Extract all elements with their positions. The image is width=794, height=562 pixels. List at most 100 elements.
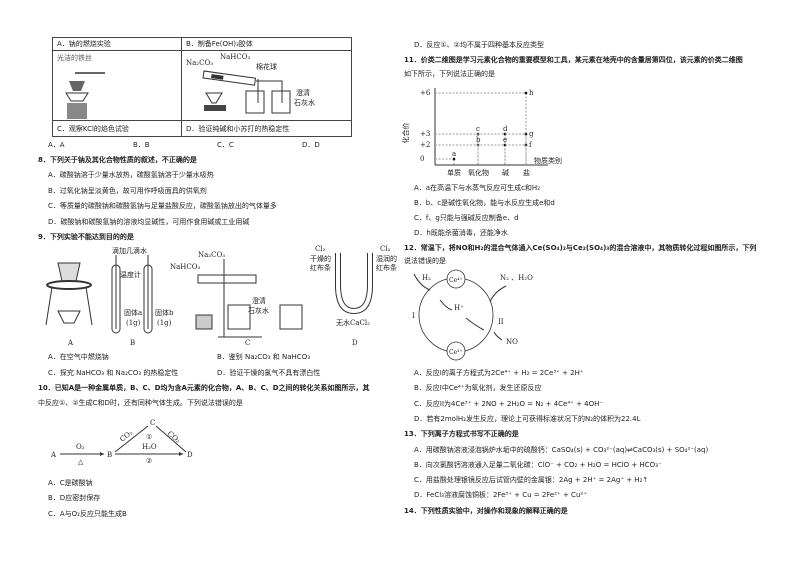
q7-cell-d: D．验证纯碱和小苏打的热稳定性 [181, 120, 352, 137]
fig-c-label-clear: 澄清 [252, 296, 266, 305]
label-clear: 澄清 [296, 88, 310, 97]
x-tick-label: 碱 [502, 169, 509, 177]
point-label-c: c [476, 125, 480, 133]
q7-cell-b: B．制备Fe(OH)₃胶体 [181, 37, 352, 51]
q11-stem-line1: 11．价类二维图是学习元素化合物的重要模型和工具，某元素在地壳中的含量居第四位，… [404, 56, 743, 64]
fig-b-label-thermometer: 温度计 [120, 270, 141, 279]
label-nahco3: NaHCO₃ [220, 53, 250, 61]
q8-option-a: A．碳酸钠溶于少量水放热，碳酸氢钠溶于少量水吸热 [48, 171, 214, 179]
fig-label-c: C [245, 339, 250, 347]
label-ce4: Ce⁴⁺ [449, 277, 463, 284]
label-ce3: Ce³⁺ [449, 349, 463, 356]
y-tick-label: +6 [420, 89, 431, 97]
label-no: NO [506, 338, 518, 346]
q14-stem: 14．下列性质实验中，对操作和现象的解释正确的是 [404, 507, 568, 515]
label-h2o: H₂O [142, 443, 157, 451]
q11-option-d: D．h既能杀菌消毒，还能净水 [414, 229, 508, 237]
q11-option-a: A．a在高温下与水蒸气反应可生成c和H₂ [414, 184, 540, 192]
x-tick-label: 盐 [523, 168, 530, 177]
fig-b-label-water: 滴加几滴水 [112, 246, 147, 255]
q13-stem: 13．下列离子方程式书写不正确的是 [404, 430, 519, 438]
chart-x-label: 物质类别 [534, 156, 562, 165]
label-o2: O₂ [76, 443, 85, 451]
fig-d-label-wet: 湿润的 [376, 254, 397, 263]
point-label-a: a [452, 150, 456, 158]
q8-option-c: C．等质量的碳酸钠和碳酸氢钠与足量盐酸反应，碳酸氢钠放出的气体量多 [48, 202, 277, 210]
label-reaction-ii: II [498, 318, 504, 326]
q10-option-a: A．C是碳酸钠 [48, 479, 93, 487]
q7-choice-a: A．A [48, 141, 65, 149]
q7-cell-a: A．钠的燃烧实验 [52, 37, 182, 51]
q12-cycle-diagram: Ce⁴⁺ Ce³⁺ H₂ H⁺ N₂ 、H₂O NO I II [412, 269, 533, 361]
fig-c-label-limewater: 石灰水 [248, 306, 269, 315]
point-label-d: d [503, 125, 508, 133]
point-label-e: e [503, 136, 507, 144]
label-h-plus: H⁺ [454, 304, 464, 312]
q8-option-b: B．过氧化钠呈淡黄色，故可用作呼吸面具的供氧剂 [48, 187, 207, 195]
label-co2-2: CO₂ [166, 430, 182, 445]
q13-option-b: B．向次氯酸钙溶液通入足量二氧化碳：ClO⁻ + CO₂ + H₂O = HCl… [414, 461, 662, 469]
q7-choice-b: B．B [133, 141, 150, 149]
q8-option-d: D．碳酸钠和碳酸氢钠的溶液均显碱性，可用作食用碱或工业用碱 [48, 218, 250, 226]
q13-option-a: A．用碳酸钠溶液浸泡锅炉水垢中的硫酸钙：CaSO₄(s) + CO₃²⁻(aq)… [414, 446, 709, 454]
fig-b-label-mass-b: (1g) [157, 319, 172, 327]
point-label-g: g [529, 130, 534, 138]
q12-option-b: B．反应I中Ce⁴⁺为氧化剂，发生还原反应 [414, 384, 542, 392]
q9-figures: 滴加几滴水 温度计 固体a (1g) 固体b (1g) NaHCO₃ Na₂CO… [45, 245, 397, 347]
fig-label-b: B [130, 339, 135, 347]
q13-option-d: D．FeCl₃溶液腐蚀铜板：2Fe³⁺ + Cu = 2Fe²⁺ + Cu²⁺ [414, 491, 587, 499]
q8-stem: 8．下列关于钠及其化合物性质的叙述，不正确的是 [38, 156, 197, 164]
q7-choice-d: D．D [302, 141, 320, 149]
data-point-a [452, 157, 456, 161]
data-point-h [524, 91, 528, 95]
point-label-b: b [476, 136, 481, 144]
x-tick-label: 单质 [447, 168, 461, 177]
q10-stem-line2: 中反应①、②生成C和D时，还有同种气体生成。下列说法错误的是 [38, 399, 243, 407]
q9-stem: 9．下列实验不能达到目的的是 [38, 233, 134, 241]
fig-d-label-cl2-right: Cl₂ [380, 245, 391, 253]
q7-table: A．钠的燃烧实验 B．制备Fe(OH)₃胶体 光洁的铁丝 Na₂CO₃ NaHC… [52, 37, 352, 137]
y-tick-label: +3 [420, 130, 430, 138]
fig-b-label-mass-a: (1g) [126, 319, 141, 327]
node-a: A [50, 451, 57, 459]
iron-wire-label: 光洁的铁丝 [57, 54, 92, 62]
label-h2: H₂ [422, 274, 431, 282]
label-cotton: 棉花球 [256, 62, 277, 71]
q7-cell-c: C．观察KCl的焰色试验 [52, 120, 182, 137]
node-b: B [107, 451, 112, 459]
label-reaction-2: ② [146, 457, 152, 465]
fig-b-tubes: 滴加几滴水 温度计 固体a (1g) 固体b (1g) [111, 246, 174, 334]
q9-option-a: A．在空气中燃烧钠 [48, 353, 109, 361]
q7-choice-c: C．C [217, 141, 234, 149]
q7-image-b: Na₂CO₃ NaHCO₃ 棉花球 澄清 石灰水 [181, 50, 352, 121]
fig-d-label-red-cloth-left: 红布条 [310, 263, 331, 272]
point-label-f: f [529, 141, 533, 149]
q10-option-c: C．A与O₂反应只能生成B [48, 510, 127, 518]
label-heat: △ [78, 458, 84, 466]
fig-c-apparatus: NaHCO₃ Na₂CO₃ 澄清 石灰水 [170, 251, 303, 338]
q12-option-d: D．若有2molH₂发生反应，理论上可获得标准状况下的N₂的体积为22.4L [414, 415, 641, 423]
node-d: D [187, 451, 193, 459]
label-limewater: 石灰水 [294, 98, 315, 107]
q11-stem-line2: 如下所示，下列说法正确的是 [404, 70, 495, 78]
fig-d-label-red-cloth-right: 红布条 [376, 263, 397, 272]
label-reaction-1: ① [146, 433, 152, 441]
label-reaction-i: I [412, 312, 415, 320]
burner-illustration [65, 72, 105, 119]
point-label-h: h [529, 89, 534, 97]
q12-option-a: A．反应I的离子方程式为2Ce⁴⁺ + H₂ = 2Ce³⁺ + 2H⁺ [414, 369, 584, 377]
q9-option-d: D．验证干燥的氯气不具有漂白性 [217, 369, 321, 377]
node-c: C [150, 419, 155, 427]
q13-option-c: C．用盐酸处理银镜反应后试管内壁的金属银：2Ag + 2H⁺ = 2Ag⁺ + … [414, 476, 649, 484]
fig-c-label-na2co3: Na₂CO₃ [198, 251, 225, 259]
fig-d-label-dry: 干燥的 [310, 254, 331, 263]
label-products: N₂ 、H₂O [500, 274, 533, 282]
q9-option-c: C．探究 NaHCO₃ 和 Na₂CO₃ 的热稳定性 [48, 369, 179, 377]
x-tick-label: 氧化物 [468, 168, 489, 177]
q12-stem-line2: 说法错误的是 [404, 257, 446, 265]
fig-b-label-solid-b: 固体b [155, 308, 174, 317]
fig-d-label-cl2-left: Cl₂ [315, 245, 326, 253]
fig-c-label-nahco3: NaHCO₃ [170, 263, 200, 271]
q12-option-c: C．反应II为4Ce³⁺ + 2NO + 2H₂O = N₂ + 4Ce⁴⁺ +… [414, 400, 604, 408]
